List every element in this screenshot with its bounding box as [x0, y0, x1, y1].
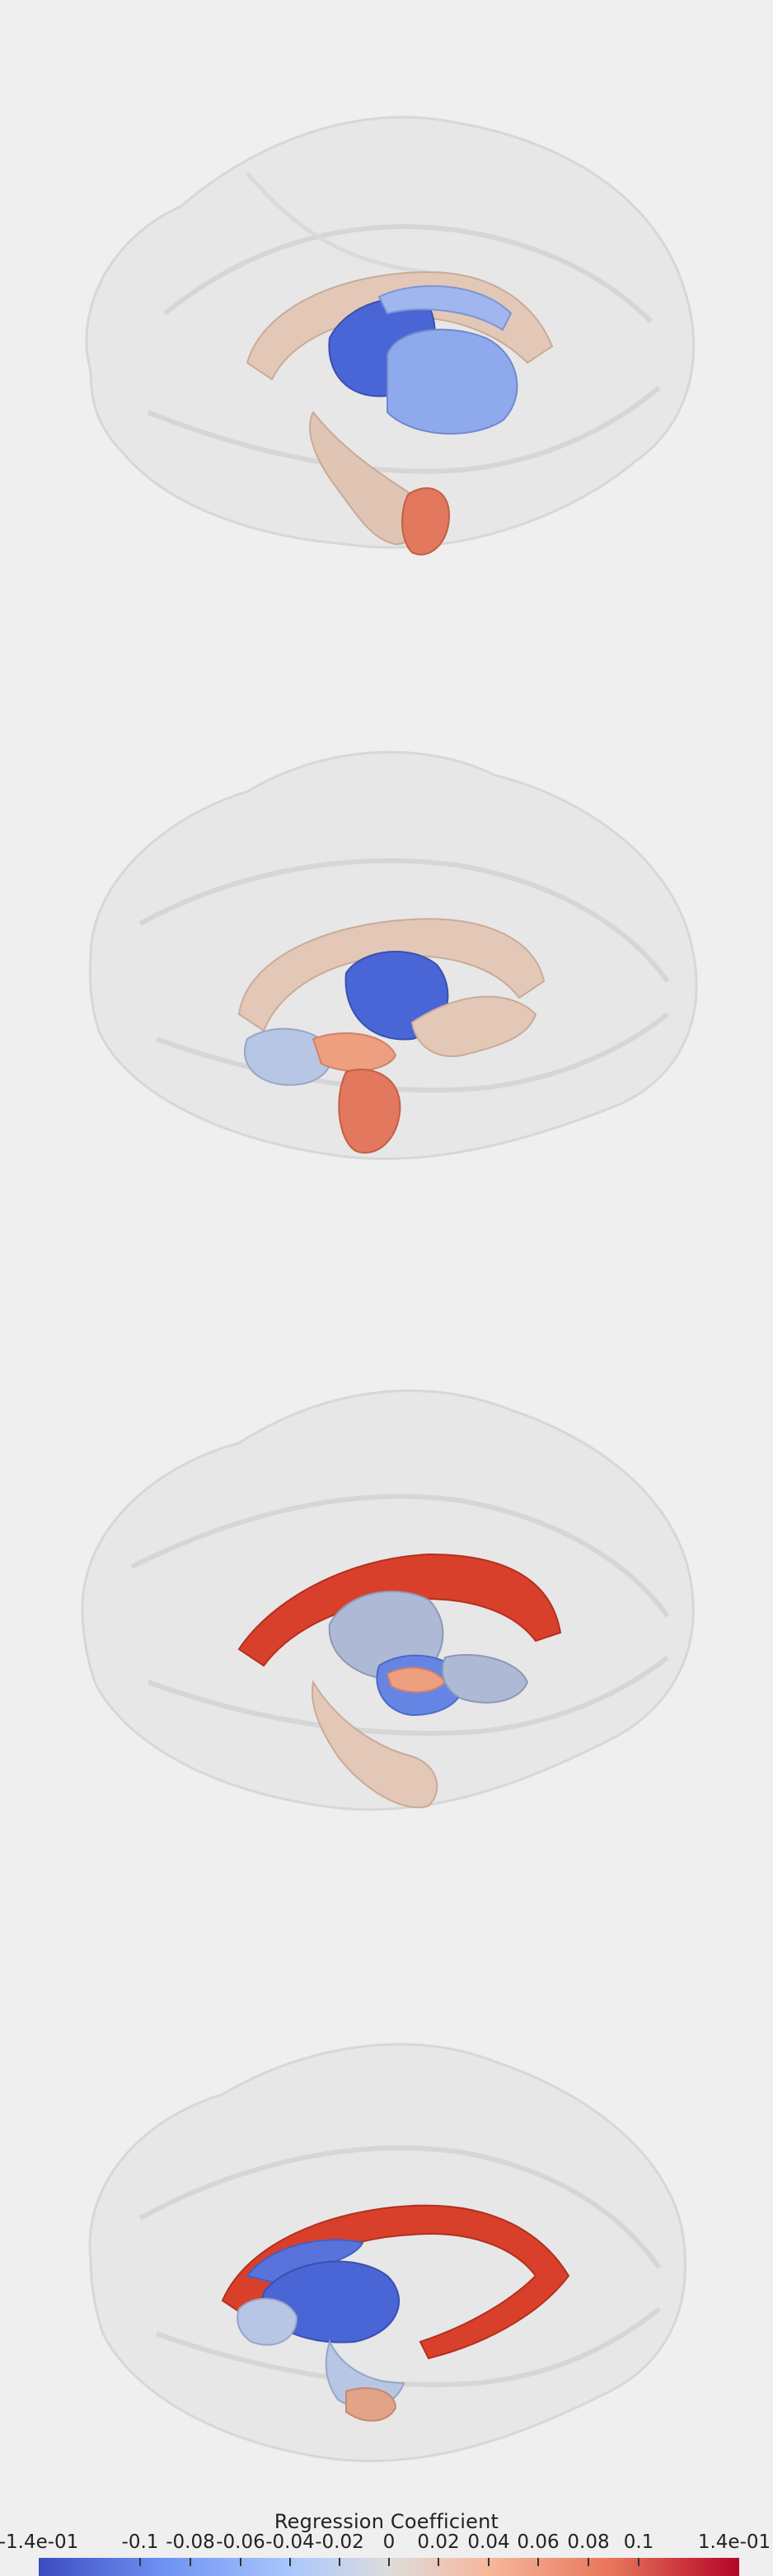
cortex-sulcus: [163, 223, 654, 324]
cortex-sulcus: [155, 2306, 661, 2387]
colorbar-tickmark: [588, 2558, 589, 2566]
colorbar-tickmark: [139, 2558, 141, 2566]
colorbar-tick-label: 0.1: [623, 2531, 654, 2553]
thalamus-structure: [243, 1027, 332, 1086]
cortex-sulcus: [246, 172, 429, 275]
hippocampus-structure: [312, 1680, 438, 1808]
colorbar-tickmark: [240, 2558, 241, 2566]
colorbar-min-label: -1.4e-01: [0, 2531, 79, 2553]
brain-render-3: [81, 1389, 695, 1812]
cortex-sulcus: [147, 1655, 669, 1736]
brain-view-3: [0, 1352, 773, 1880]
cortex-sulcus: [138, 858, 670, 983]
colorbar: Regression Coefficient -1.4e-01 -0.1 -0.…: [0, 2507, 773, 2576]
colorbar-tick-label: -0.08: [166, 2531, 215, 2553]
brain-view-4: [0, 1995, 773, 2507]
brain-view-1: [0, 66, 773, 594]
colorbar-tick-label: -0.02: [315, 2531, 364, 2553]
brain-view-2: [0, 709, 773, 1237]
colorbar-gradient: [39, 2558, 739, 2576]
thalamus-structure: [386, 328, 518, 435]
colorbar-tick-label: 0.02: [417, 2531, 460, 2553]
cortex-sulcus: [147, 385, 661, 474]
hippocampus-structure: [410, 995, 537, 1057]
thalamus-structure: [237, 2297, 298, 2346]
amygdala-structure: [345, 2387, 397, 2422]
colorbar-tickmark: [190, 2558, 191, 2566]
colorbar-tickmark: [488, 2558, 490, 2566]
cortex-sulcus: [155, 1012, 669, 1093]
colorbar-tick-labels: -1.4e-01 -0.1 -0.08 -0.06 -0.04 -0.02 0 …: [0, 2531, 773, 2556]
colorbar-tickmark: [438, 2558, 439, 2566]
pallidum-structure: [312, 1032, 397, 1072]
brain-render-2: [88, 750, 698, 1160]
colorbar-tick-label: -0.06: [216, 2531, 265, 2553]
cortex-sulcus: [138, 2145, 662, 2269]
brain-render-4: [88, 2042, 686, 2463]
colorbar-tick-label: 0.04: [467, 2531, 510, 2553]
ventricle-structure: [377, 284, 513, 331]
colorbar-tickmark: [289, 2558, 291, 2566]
colorbar-tick-label: -0.1: [121, 2531, 159, 2553]
colorbar-tickmark: [537, 2558, 539, 2566]
amygdala-structure: [441, 1653, 529, 1704]
cortex-sulcus: [130, 1493, 670, 1618]
colorbar-max-label: 1.4e-01: [697, 2531, 771, 2553]
colorbar-tick-label: 0.08: [567, 2531, 610, 2553]
caudate-structure: [237, 918, 546, 1032]
amygdala-structure: [401, 487, 451, 556]
brain-render-1: [85, 115, 696, 556]
colorbar-tickmark: [339, 2558, 340, 2566]
hippocampus-structure: [309, 411, 422, 546]
colorbar-tick-label: 0: [382, 2531, 396, 2553]
colorbar-tickmark: [388, 2558, 390, 2566]
amygdala-structure: [338, 1069, 401, 1154]
colorbar-tick-label: 0.06: [517, 2531, 560, 2553]
colorbar-tick-label: -0.04: [265, 2531, 315, 2553]
colorbar-title: Regression Coefficient: [274, 2510, 499, 2533]
colorbar-tickmark: [638, 2558, 639, 2566]
